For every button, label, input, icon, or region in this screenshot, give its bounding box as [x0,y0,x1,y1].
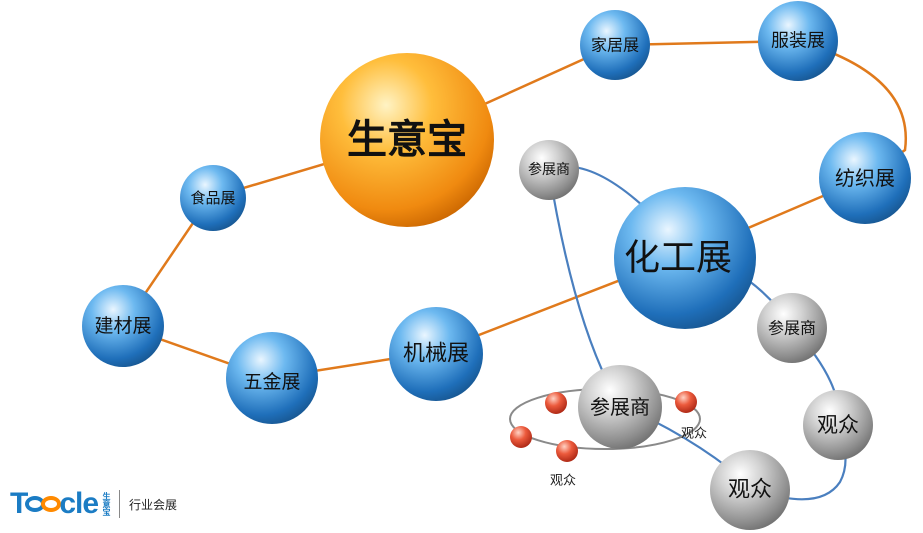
node-shipin-label: 食品展 [190,189,235,207]
node-fuzhuang-label: 服装展 [771,31,825,52]
node-shipin[interactable]: 食品展 [180,165,246,231]
node-jiaju-label: 家居展 [591,36,639,55]
red-dot [675,391,697,413]
logo-wordmark-suffix: cle [59,487,99,520]
logo-loop-icon [41,496,62,512]
logo-wordmark-prefix: T [10,487,28,520]
logo-mark-text: 生意宝 [102,492,112,516]
node-guanzhong-right[interactable]: 观众 [803,390,873,460]
node-jiaju[interactable]: 家居展 [580,10,650,80]
red-dot [556,440,578,462]
node-canzhanshang-right[interactable]: 参展商 [757,293,827,363]
node-huagong[interactable]: 化工展 [614,187,756,329]
node-shengyibao-label: 生意宝 [347,117,467,163]
node-wujin-label: 五金展 [243,371,300,393]
node-canzhanshang-top[interactable]: 参展商 [519,140,579,200]
node-shengyibao[interactable]: 生意宝 [320,53,494,227]
node-jiancai[interactable]: 建材展 [82,285,164,367]
node-wujin[interactable]: 五金展 [226,332,318,424]
node-huagong-label: 化工展 [624,238,732,279]
node-jiancai-label: 建材展 [94,315,151,337]
logo-divider [119,490,121,518]
dot-label-bottom: 观众 [550,474,576,489]
node-jixie[interactable]: 机械展 [389,307,483,401]
node-canzhanshang-right-label: 参展商 [768,319,816,338]
node-guanzhong-right-label: 观众 [817,413,859,437]
logo-wordmark: T cle [10,487,99,521]
node-fuzhuang[interactable]: 服装展 [758,1,838,81]
node-fangzhi-label: 纺织展 [835,166,895,190]
logo-tagline: 行业会展 [129,497,178,512]
dot-label-right: 观众 [681,427,707,442]
node-guanzhong-bottom-label: 观众 [728,478,772,503]
red-dot [510,426,532,448]
node-guanzhong-bottom[interactable]: 观众 [710,450,790,530]
node-canzhanshang-center[interactable]: 参展商 [578,365,662,449]
toocle-logo: T cle 生意宝 行业会展 [10,486,177,522]
node-fangzhi[interactable]: 纺织展 [819,132,911,224]
node-canzhanshang-center-label: 参展商 [590,395,650,419]
red-dots [510,391,697,462]
red-dot [545,392,567,414]
node-jixie-label: 机械展 [403,342,469,367]
node-canzhanshang-top-label: 参展商 [528,161,570,178]
